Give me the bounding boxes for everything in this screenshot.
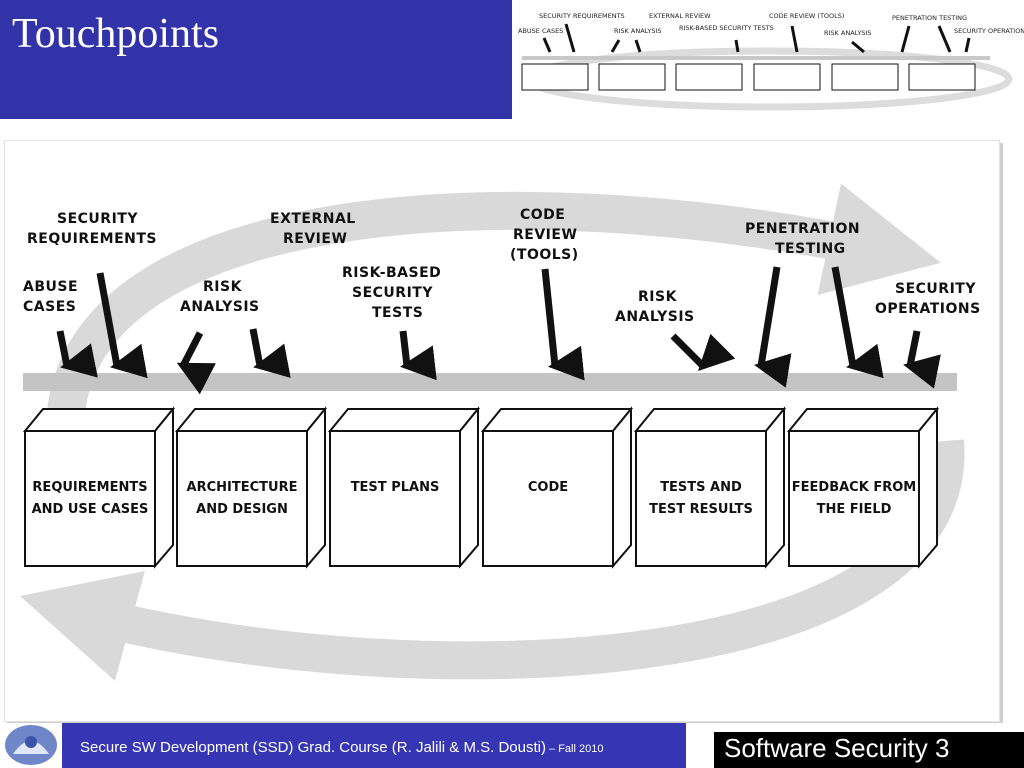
footer-course-paren: ): [540, 739, 546, 756]
thumb-band: [522, 56, 990, 60]
thumb-touchpoint: RISK ANALYSIS: [614, 27, 662, 35]
thumb-touchpoint: ABUSE CASES: [518, 27, 563, 35]
footer-course-name: Secure SW Development (SSD) Grad. Course…: [80, 739, 541, 756]
slide-title: Touchpoints: [12, 11, 220, 57]
thumb-touchpoint: SECURITY REQUIREMENTS: [539, 12, 625, 20]
thumbnail-svg: SECURITY REQUIREMENTS ABUSE CASES RISK A…: [518, 12, 1024, 111]
box-code: CODE: [480, 406, 634, 569]
arrow-risk-analysis-1a: [176, 331, 216, 395]
thumb-touchpoint: RISK ANALYSIS: [824, 29, 872, 37]
arrow-risk-analysis-1b: [249, 328, 291, 378]
footer-course-text: Secure SW Development (SSD) Grad. Course…: [80, 739, 603, 756]
thumb-touchpoint: PENETRATION TESTING: [892, 14, 967, 22]
slide-label: Software Security 3: [724, 733, 950, 763]
thumb-touchpoint: CODE REVIEW (TOOLS): [769, 12, 844, 20]
box-label: TEST PLANS: [351, 480, 440, 495]
arrow-code-review: [541, 268, 585, 381]
arrow-penetration-testing-a: [754, 266, 792, 388]
university-logo: [5, 725, 57, 765]
box-test-plans: TEST PLANS: [327, 406, 481, 569]
arrow-security-operations: [903, 330, 941, 389]
footer-course-bar: [62, 723, 686, 768]
title-bar: Touchpoints: [0, 0, 512, 119]
touchpoint-arrows: [56, 266, 941, 395]
thumb-touchpoint: SECURITY OPERATIONS: [954, 27, 1024, 35]
thumb-touchpoint: EXTERNAL REVIEW: [649, 12, 711, 20]
thumb-labels: SECURITY REQUIREMENTS ABUSE CASES RISK A…: [518, 12, 1024, 37]
arrow-risk-based-tests: [399, 330, 437, 381]
arrow-penetration-testing-b: [831, 266, 884, 379]
timeline-band: [23, 373, 957, 391]
arrow-abuse-cases: [56, 330, 98, 378]
box-label: CODE: [528, 480, 568, 495]
slide-label-bar: [714, 732, 1024, 768]
arrow-security-requirements: [96, 272, 148, 379]
thumb-touchpoint: RISK-BASED SECURITY TESTS: [679, 24, 774, 32]
footer-term: – Fall 2010: [545, 743, 604, 755]
diagram-thumbnail: SECURITY REQUIREMENTS ABUSE CASES RISK A…: [514, 4, 1024, 119]
thumb-boxes: [521, 63, 976, 91]
thumb-arrows: [542, 23, 971, 54]
arrow-risk-analysis-2: [670, 333, 736, 371]
